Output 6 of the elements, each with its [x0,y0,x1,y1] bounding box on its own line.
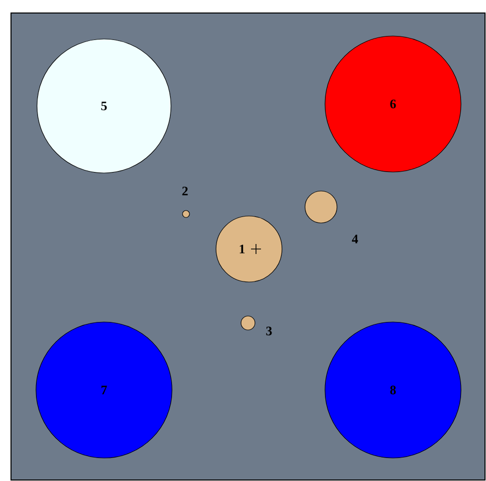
circle [304,190,338,224]
circle [240,316,256,330]
circle-label: 3 [266,326,272,336]
circle [182,210,190,218]
circle-label: 4 [352,234,358,244]
circle-label: 2 [182,186,188,196]
